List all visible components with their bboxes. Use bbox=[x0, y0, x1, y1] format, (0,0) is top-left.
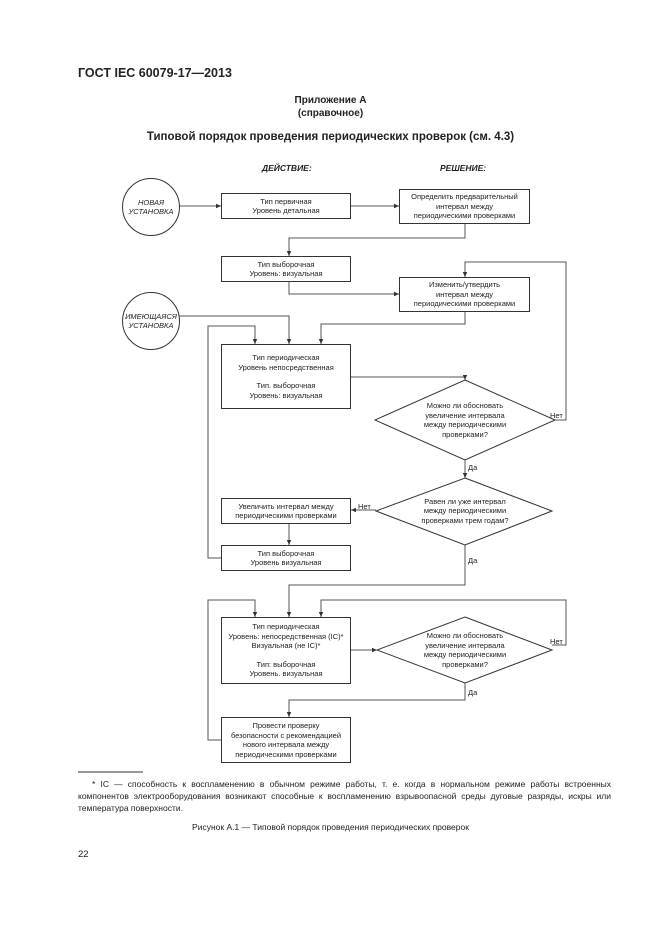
page-number: 22 bbox=[78, 849, 89, 860]
annex-title: Приложение А bbox=[294, 95, 367, 106]
label: Тип периодическая bbox=[252, 353, 320, 362]
figure-caption: Рисунок А.1 — Типовой порядок проведения… bbox=[192, 822, 469, 832]
column-action: ДЕЙСТВИЕ: bbox=[262, 163, 312, 173]
label: безопасности с рекомендацией bbox=[230, 730, 342, 740]
label-yes-3: Да bbox=[468, 688, 478, 697]
label: Определить предварительный bbox=[411, 192, 518, 202]
label: Уровень. визуальная bbox=[249, 669, 323, 679]
label: увеличение интервала bbox=[425, 410, 505, 420]
label: интервал между bbox=[436, 289, 493, 299]
annex-note: (справочное) bbox=[297, 108, 364, 119]
label: Равен ли уже интервал bbox=[424, 496, 506, 506]
decision-diamond-2 bbox=[374, 477, 554, 546]
label-no-2: Нет bbox=[358, 502, 371, 511]
label: Тип. выборочная bbox=[256, 381, 316, 390]
label: интервал между bbox=[436, 201, 493, 211]
label: Тип периодическая bbox=[252, 622, 320, 632]
label: УСТАНОВКА bbox=[128, 207, 174, 216]
label: Уровень: визуальная bbox=[249, 390, 323, 400]
label: ИМЕЮЩАЯСЯ bbox=[125, 311, 177, 321]
label: увеличение интервала bbox=[425, 640, 505, 650]
label: между периодическими bbox=[423, 650, 507, 659]
label: периодическими проверками bbox=[413, 299, 516, 309]
label: Изменить/утвердить bbox=[428, 280, 501, 290]
label-no-1: Нет bbox=[550, 411, 563, 420]
label-no-3: Нет bbox=[550, 637, 563, 646]
label: между периодическими bbox=[423, 506, 507, 516]
label: Тип: выборочная bbox=[256, 659, 316, 669]
label: Увеличить интервал между bbox=[238, 501, 334, 511]
label: Тип выборочная bbox=[257, 259, 315, 269]
label: периодическими проверками bbox=[235, 511, 337, 520]
label-yes-2: Да bbox=[468, 556, 478, 565]
label: Можно ли обосновать bbox=[426, 401, 504, 410]
label: Уровень визуальная bbox=[250, 558, 322, 567]
label: периодическими проверками bbox=[235, 749, 337, 759]
decision-diamond-3 bbox=[375, 616, 554, 684]
decision-diamond-1 bbox=[373, 379, 557, 461]
standard-number: ГОСТ IEC 60079-17—2013 bbox=[78, 66, 232, 80]
label: периодическими проверками bbox=[413, 211, 516, 221]
label: проверками? bbox=[442, 659, 488, 669]
label: НОВАЯ bbox=[137, 197, 165, 207]
label-yes-1: Да bbox=[468, 463, 478, 472]
column-decision: РЕШЕНИЕ: bbox=[440, 163, 487, 173]
label: УСТАНОВКА bbox=[128, 321, 174, 330]
label: Уровень детальная bbox=[252, 206, 320, 215]
label: Уровень непосредственная bbox=[238, 362, 334, 372]
label: Визуальная (не IC)* bbox=[251, 641, 321, 651]
label: Тип первичная bbox=[260, 196, 312, 206]
label: проверками? bbox=[442, 429, 488, 439]
label: Уровень: визуальная bbox=[249, 269, 323, 278]
label: проверками трем годам? bbox=[421, 515, 509, 525]
label: между периодическими bbox=[423, 420, 507, 429]
label: Уровень: непосредственная (IC)* bbox=[228, 631, 344, 641]
label: Тип выборочная bbox=[257, 548, 315, 558]
label: нового интервала между bbox=[242, 740, 330, 749]
figure-heading: Типовой порядок проведения периодических… bbox=[146, 131, 515, 143]
label: Провести проверку bbox=[252, 721, 320, 730]
label: Можно ли обосновать bbox=[426, 631, 504, 640]
footnote: * IC — способность к воспламенению в обы… bbox=[78, 779, 611, 813]
